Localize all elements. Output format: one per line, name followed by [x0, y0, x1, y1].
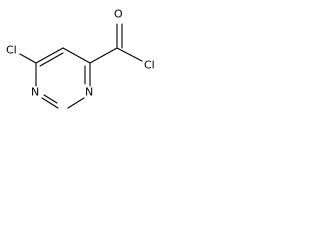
atom-o-carbonyl: O — [114, 8, 123, 21]
bond-c5-c6-inner — [39, 52, 64, 67]
chemical-structure-diagram: Cl N N O Cl — [6, 8, 155, 109]
bond-c2-n1-inner — [43, 94, 58, 104]
bond-n3-c2 — [67, 97, 85, 109]
bond-c6-cl — [19, 53, 37, 64]
atom-cl-ring: Cl — [6, 44, 17, 57]
atom-n-left: N — [31, 86, 39, 99]
bond-c4-carbonyl — [89, 47, 118, 64]
atom-cl-acyl: Cl — [144, 59, 155, 72]
bond-c5-c6 — [35, 47, 64, 64]
bond-c2-n1 — [41, 97, 59, 109]
atom-n-right: N — [85, 86, 93, 99]
bond-carbonyl-cl — [116, 47, 143, 62]
bond-c4-c5 — [62, 47, 91, 64]
